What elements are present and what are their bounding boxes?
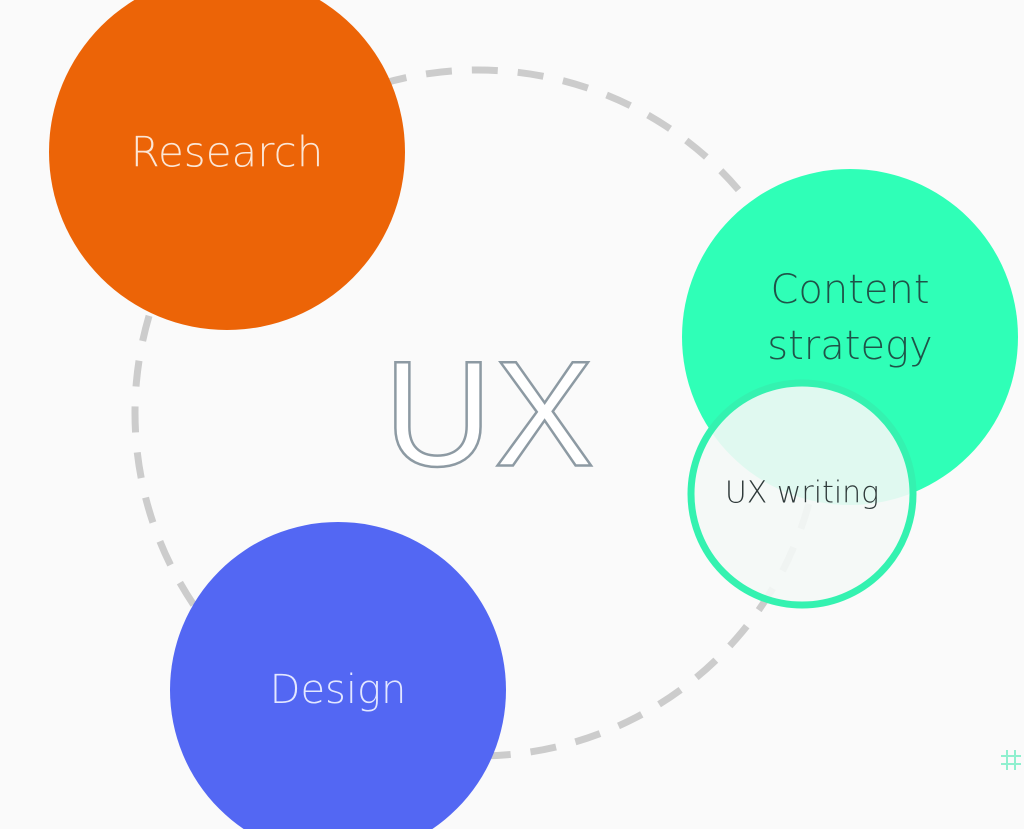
- content-strategy-label: Content strategy: [767, 262, 932, 374]
- design-circle: [170, 522, 506, 829]
- ux-center-label: UX: [383, 328, 597, 499]
- content-strategy-label-line2: strategy: [767, 323, 933, 369]
- research-label: Research: [130, 127, 324, 177]
- design-label: Design: [269, 667, 407, 713]
- hash-grid-icon: [1001, 750, 1021, 770]
- ux-writing-circle: [687, 379, 917, 609]
- research-circle: [49, 0, 405, 330]
- content-strategy-label-line1: Content: [770, 267, 930, 313]
- ux-writing-label: UX writing: [724, 475, 880, 511]
